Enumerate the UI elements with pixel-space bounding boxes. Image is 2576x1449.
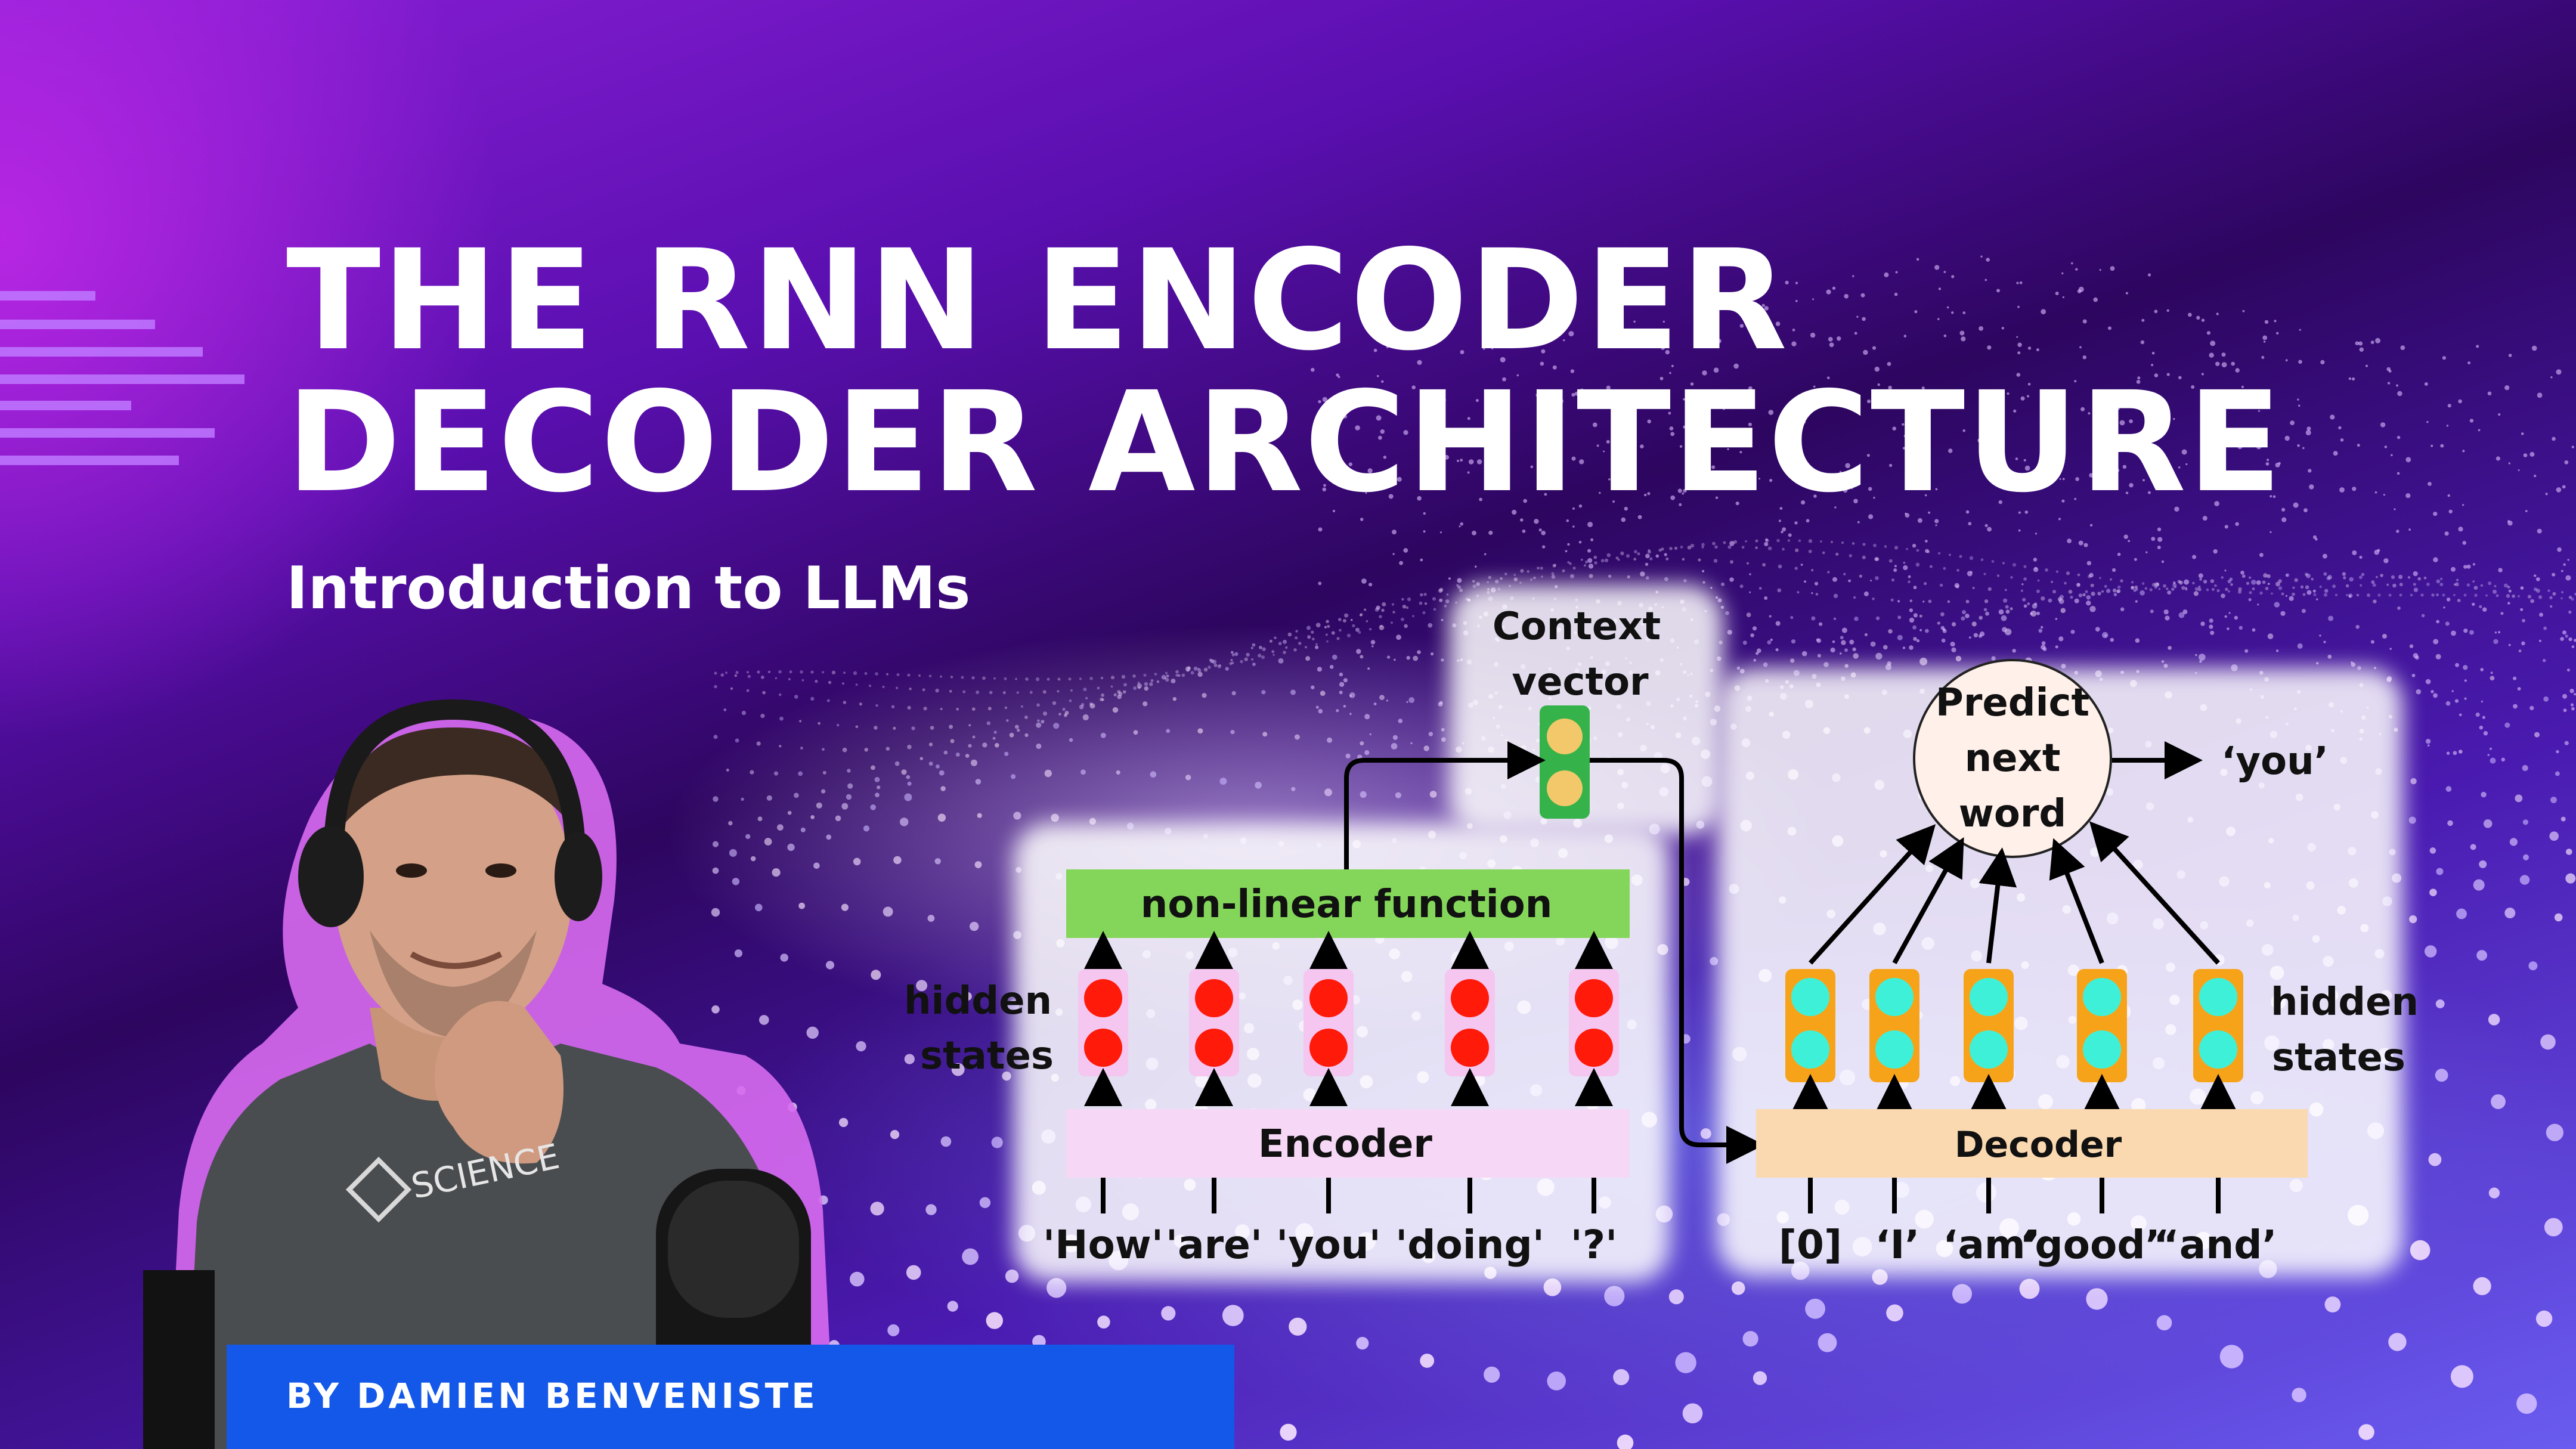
decoder-input-word: “and’ <box>2153 1222 2277 1268</box>
encoder-hidden-units <box>1078 969 1619 1076</box>
decorative-line <box>0 320 155 329</box>
decoder-unit <box>2077 969 2127 1082</box>
smile <box>410 951 503 969</box>
encoder-unit <box>1445 969 1495 1076</box>
decoder-unit <box>1785 969 1835 1082</box>
title-line-1: THE RNN ENCODER <box>286 220 1789 381</box>
nonlinear-function-box <box>1066 869 1630 938</box>
predict-label-line1: Predict <box>1936 681 2089 725</box>
hand <box>434 1001 564 1164</box>
decoder-unit <box>1964 969 2014 1082</box>
hidden-states-left-line2: states <box>920 1034 1054 1078</box>
context-vector-cell <box>1547 719 1583 754</box>
headphone-left-cup <box>298 826 364 927</box>
title-line-2: DECODER ARCHITECTURE <box>286 362 2283 523</box>
context-vector-cell <box>1547 770 1583 806</box>
decorative-line <box>0 428 215 438</box>
decoder-input-word: ‘good’ <box>2020 1222 2160 1268</box>
hidden-states-left-line1: hidden <box>904 979 1052 1023</box>
microphone-grille <box>668 1181 799 1318</box>
author-banner: BY DAMIEN BENVENISTE <box>227 1345 1234 1449</box>
left-eye <box>396 863 427 878</box>
headphone-band <box>324 699 586 853</box>
encoder-box <box>1066 1109 1630 1178</box>
decoder-box <box>1756 1109 2308 1178</box>
encoder-input-word: 'you' <box>1276 1222 1381 1268</box>
decorative-line <box>0 374 244 384</box>
encoder-input-word: 'How' <box>1043 1222 1163 1268</box>
arrow-to-context <box>1344 741 1546 869</box>
headphone-right-cup <box>555 832 602 921</box>
encoder-unit <box>1569 969 1619 1076</box>
right-eye <box>485 863 516 878</box>
decoder-unit <box>1869 969 1919 1082</box>
subtitle: Introduction to LLMs <box>286 555 971 623</box>
context-vector-label-line1: Context <box>1493 605 1661 649</box>
decoder-input-word: ‘am’ <box>1943 1222 2040 1268</box>
encoder-unit <box>1189 969 1239 1076</box>
decorative-line <box>0 347 203 357</box>
decorative-line <box>0 291 95 301</box>
encoder-unit <box>1304 969 1354 1076</box>
context-vector-label-line2: vector <box>1512 660 1649 704</box>
shirt-logo-icon <box>345 1156 412 1223</box>
decoder-label: Decoder <box>1955 1124 2122 1166</box>
predict-label-line2: next <box>1965 736 2061 781</box>
encoder-input-ticks <box>1101 1178 1596 1213</box>
arrow-context-to-decoder <box>1590 758 1764 1164</box>
hair <box>340 727 569 829</box>
encoder-input-word: 'are' <box>1166 1222 1262 1268</box>
decoder-up-arrows <box>1791 1074 2237 1112</box>
hidden-states-right-line1: hidden <box>2271 980 2419 1024</box>
nonlinear-function-label: non-linear function <box>1141 883 1553 927</box>
decoder-input-ticks <box>1808 1178 2221 1213</box>
encoder-unit <box>1078 969 1128 1076</box>
output-word: ‘you’ <box>2221 739 2329 784</box>
encoder-input-word: 'doing' <box>1395 1222 1544 1268</box>
author-name: BY DAMIEN BENVENISTE <box>286 1376 818 1416</box>
chair <box>143 1270 215 1449</box>
decoder-input-word: [0] <box>1779 1222 1842 1268</box>
encoder-label: Encoder <box>1258 1122 1432 1166</box>
decoder-hidden-units <box>1785 969 2243 1082</box>
encoder-up-arrows <box>1084 931 1613 1106</box>
decorative-line <box>0 401 131 410</box>
decoder-input-word: ‘I’ <box>1875 1222 1920 1268</box>
decorative-line <box>0 456 179 465</box>
predict-label-line3: word <box>1959 792 2066 836</box>
hidden-states-right-line2: states <box>2272 1036 2405 1080</box>
decoder-to-predict-arrows <box>1809 821 2220 965</box>
decoder-unit <box>2193 969 2243 1082</box>
encoder-input-word: '?' <box>1571 1222 1618 1268</box>
